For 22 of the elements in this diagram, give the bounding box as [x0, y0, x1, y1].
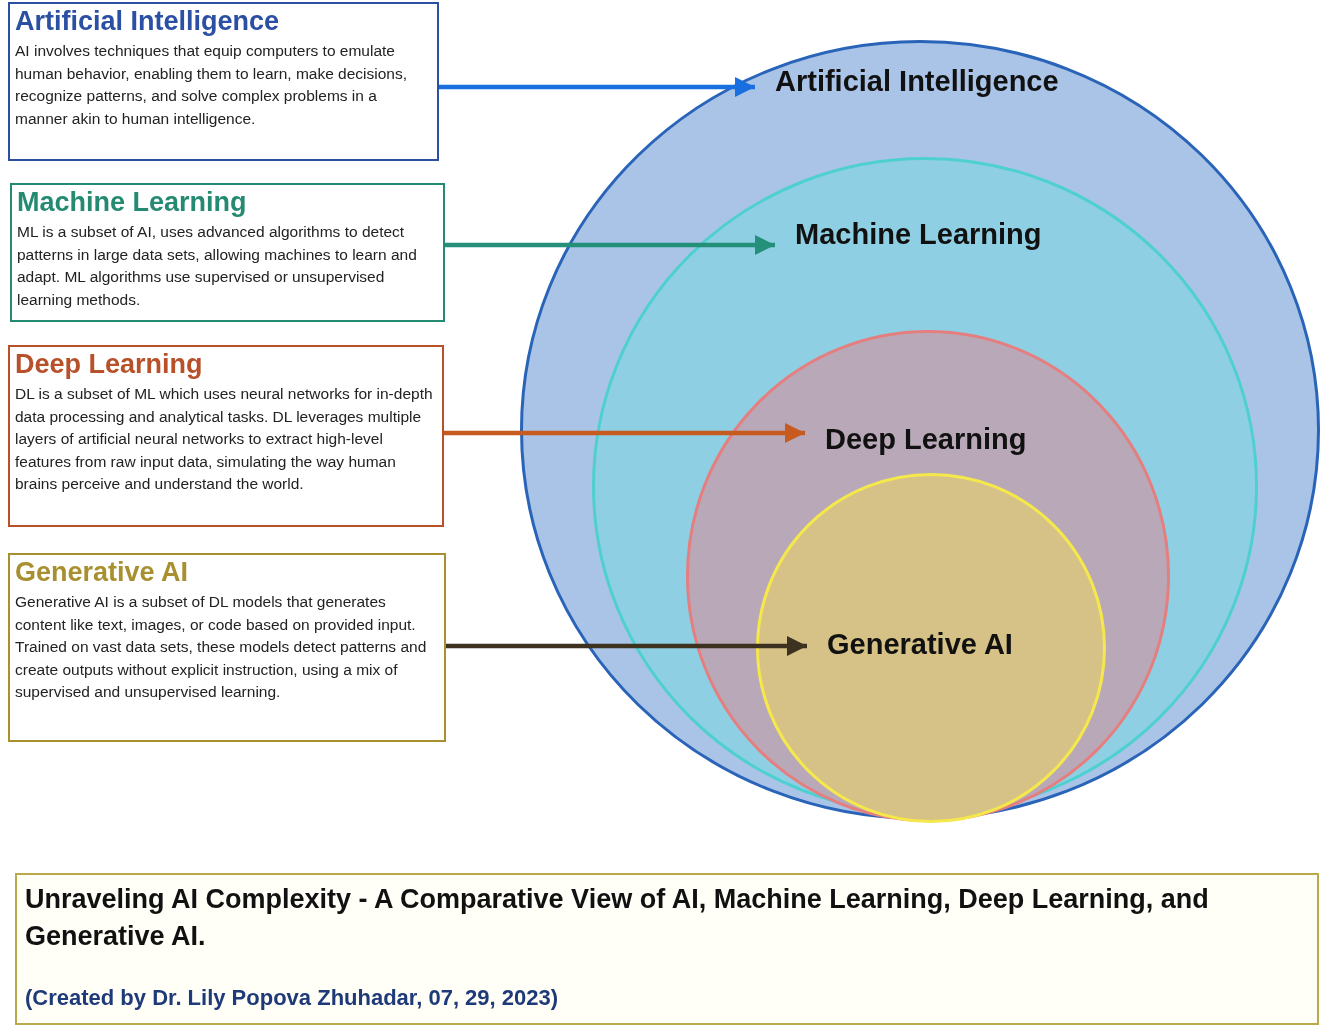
circle-label: Artificial Intelligence [775, 65, 1059, 98]
description-box [8, 553, 446, 742]
box-heading: Generative AI [15, 557, 190, 587]
box-description: Generative AI is a subset of DL models that generates content like text, images, or code based on provided input. Trained on vast data sets, these models detect patterns and create outputs without explicit instruction, using a mix of supervised and unsupervised learning. [15, 592, 428, 702]
description-box [8, 2, 439, 161]
box-description: AI involves techniques that equip computers to emulate human behavior, enabling them to learn, make decisions, recognize patterns, and solve complex problems in a manner akin to human intelligence. [15, 41, 409, 129]
description-box [8, 345, 444, 527]
arrow [445, 234, 775, 256]
box-heading: Artificial Intelligence [15, 6, 281, 36]
credit-note: (Created by Dr. Lily Popova Zhuhadar, 07, 29, 2023) [25, 985, 559, 1011]
box-heading: Deep Learning [15, 349, 204, 379]
circle-label: Generative AI [827, 628, 1013, 661]
box-heading: Machine Learning [17, 187, 248, 217]
circle-label: Deep Learning [825, 423, 1027, 456]
box-description: DL is a subset of ML which uses neural networks for in-depth data processing and analytical tasks. DL leverages multiple layers of artificial neural networks to extract high-level features from raw input data, simulating the way human brains perceive and understand the world. [15, 384, 434, 494]
arrow [446, 635, 807, 657]
box-description: ML is a subset of AI, uses advanced algorithms to detect patterns in large data sets, allowing machines to learn and adapt. ML algorithms use supervised or unsupervised learning methods. [17, 222, 418, 310]
caption: Unraveling AI Complexity - A Comparative View of AI, Machine Learning, Deep Learning, and Generative AI. [25, 883, 1210, 953]
description-box [10, 183, 445, 322]
circle-label: Machine Learning [795, 218, 1042, 251]
arrow [439, 76, 755, 98]
arrow [444, 422, 805, 444]
